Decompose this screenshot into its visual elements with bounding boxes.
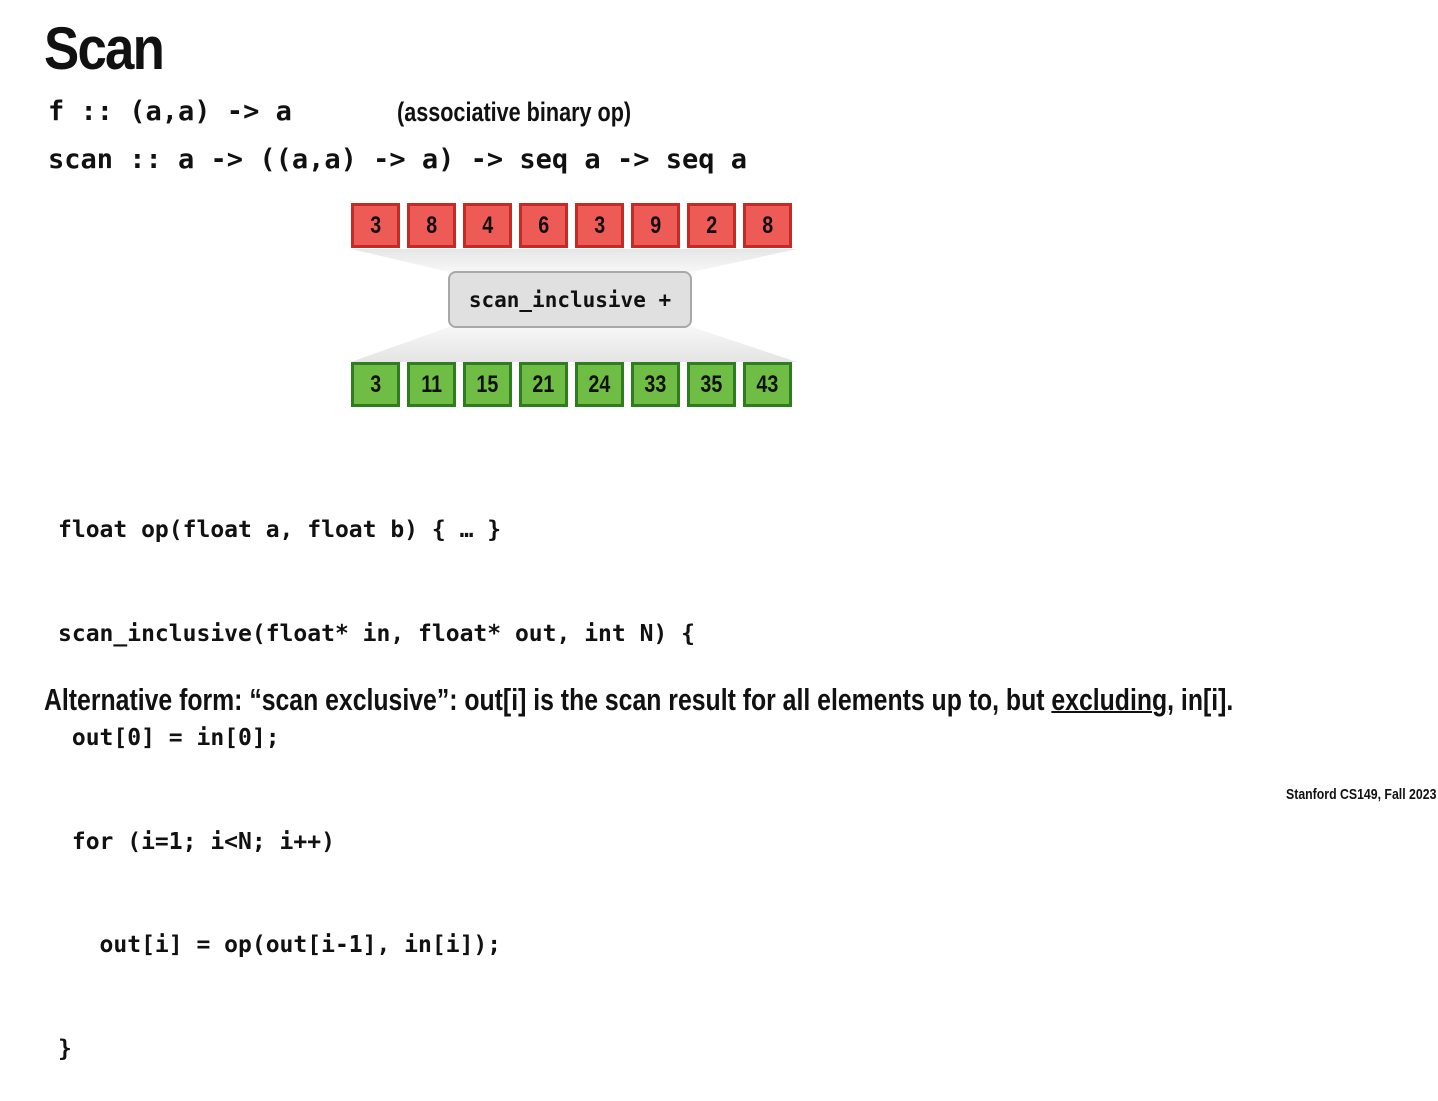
output-cell: 21: [519, 362, 568, 407]
output-cell: 3: [351, 362, 400, 407]
input-cell: 6: [519, 203, 568, 248]
output-cell: 43: [743, 362, 792, 407]
code-line: for (i=1; i<N; i++): [58, 828, 335, 855]
code-line: out[0] = in[0];: [58, 724, 280, 751]
output-cell: 11: [407, 362, 456, 407]
output-cell: 35: [687, 362, 736, 407]
input-cell: 2: [687, 203, 736, 248]
signature-scan: scan :: a -> ((a,a) -> a) -> seq a -> se…: [48, 144, 747, 175]
input-cell: 3: [351, 203, 400, 248]
footer-course-label: Stanford CS149, Fall 2023: [1285, 786, 1436, 803]
code-line: }: [58, 1036, 72, 1063]
alternative-form-note: Alternative form: “scan exclusive”: out[…: [44, 680, 1233, 720]
input-cell: 8: [407, 203, 456, 248]
input-cell: 8: [743, 203, 792, 248]
input-sequence: 3 8 4 6 3 9 2 8: [351, 203, 792, 248]
code-line: scan_inclusive(float* in, float* out, in…: [58, 620, 695, 647]
scan-operation-box: scan_inclusive +: [448, 271, 692, 328]
code-line: out[i] = op(out[i-1], in[i]);: [58, 932, 502, 959]
code-line: float op(float a, float b) { … }: [58, 517, 502, 544]
input-cell: 9: [631, 203, 680, 248]
code-block: float op(float a, float b) { … } scan_in…: [58, 444, 695, 1101]
signature-f: f :: (a,a) -> a: [48, 96, 292, 127]
fan-top: [351, 249, 797, 272]
input-cell: 3: [575, 203, 624, 248]
output-cell: 24: [575, 362, 624, 407]
alternative-text-after: , in[i].: [1167, 682, 1234, 717]
input-cell: 4: [463, 203, 512, 248]
alternative-text-before: Alternative form: “scan exclusive”: out[…: [44, 682, 1052, 717]
fan-bottom: [351, 327, 797, 362]
signature-f-note: (associative binary op): [397, 97, 632, 127]
alternative-text-underlined: excluding: [1051, 682, 1168, 717]
output-cell: 33: [631, 362, 680, 407]
output-sequence: 3 11 15 21 24 33 35 43: [351, 362, 792, 407]
output-cell: 15: [463, 362, 512, 407]
slide-title: Scan: [44, 15, 165, 82]
